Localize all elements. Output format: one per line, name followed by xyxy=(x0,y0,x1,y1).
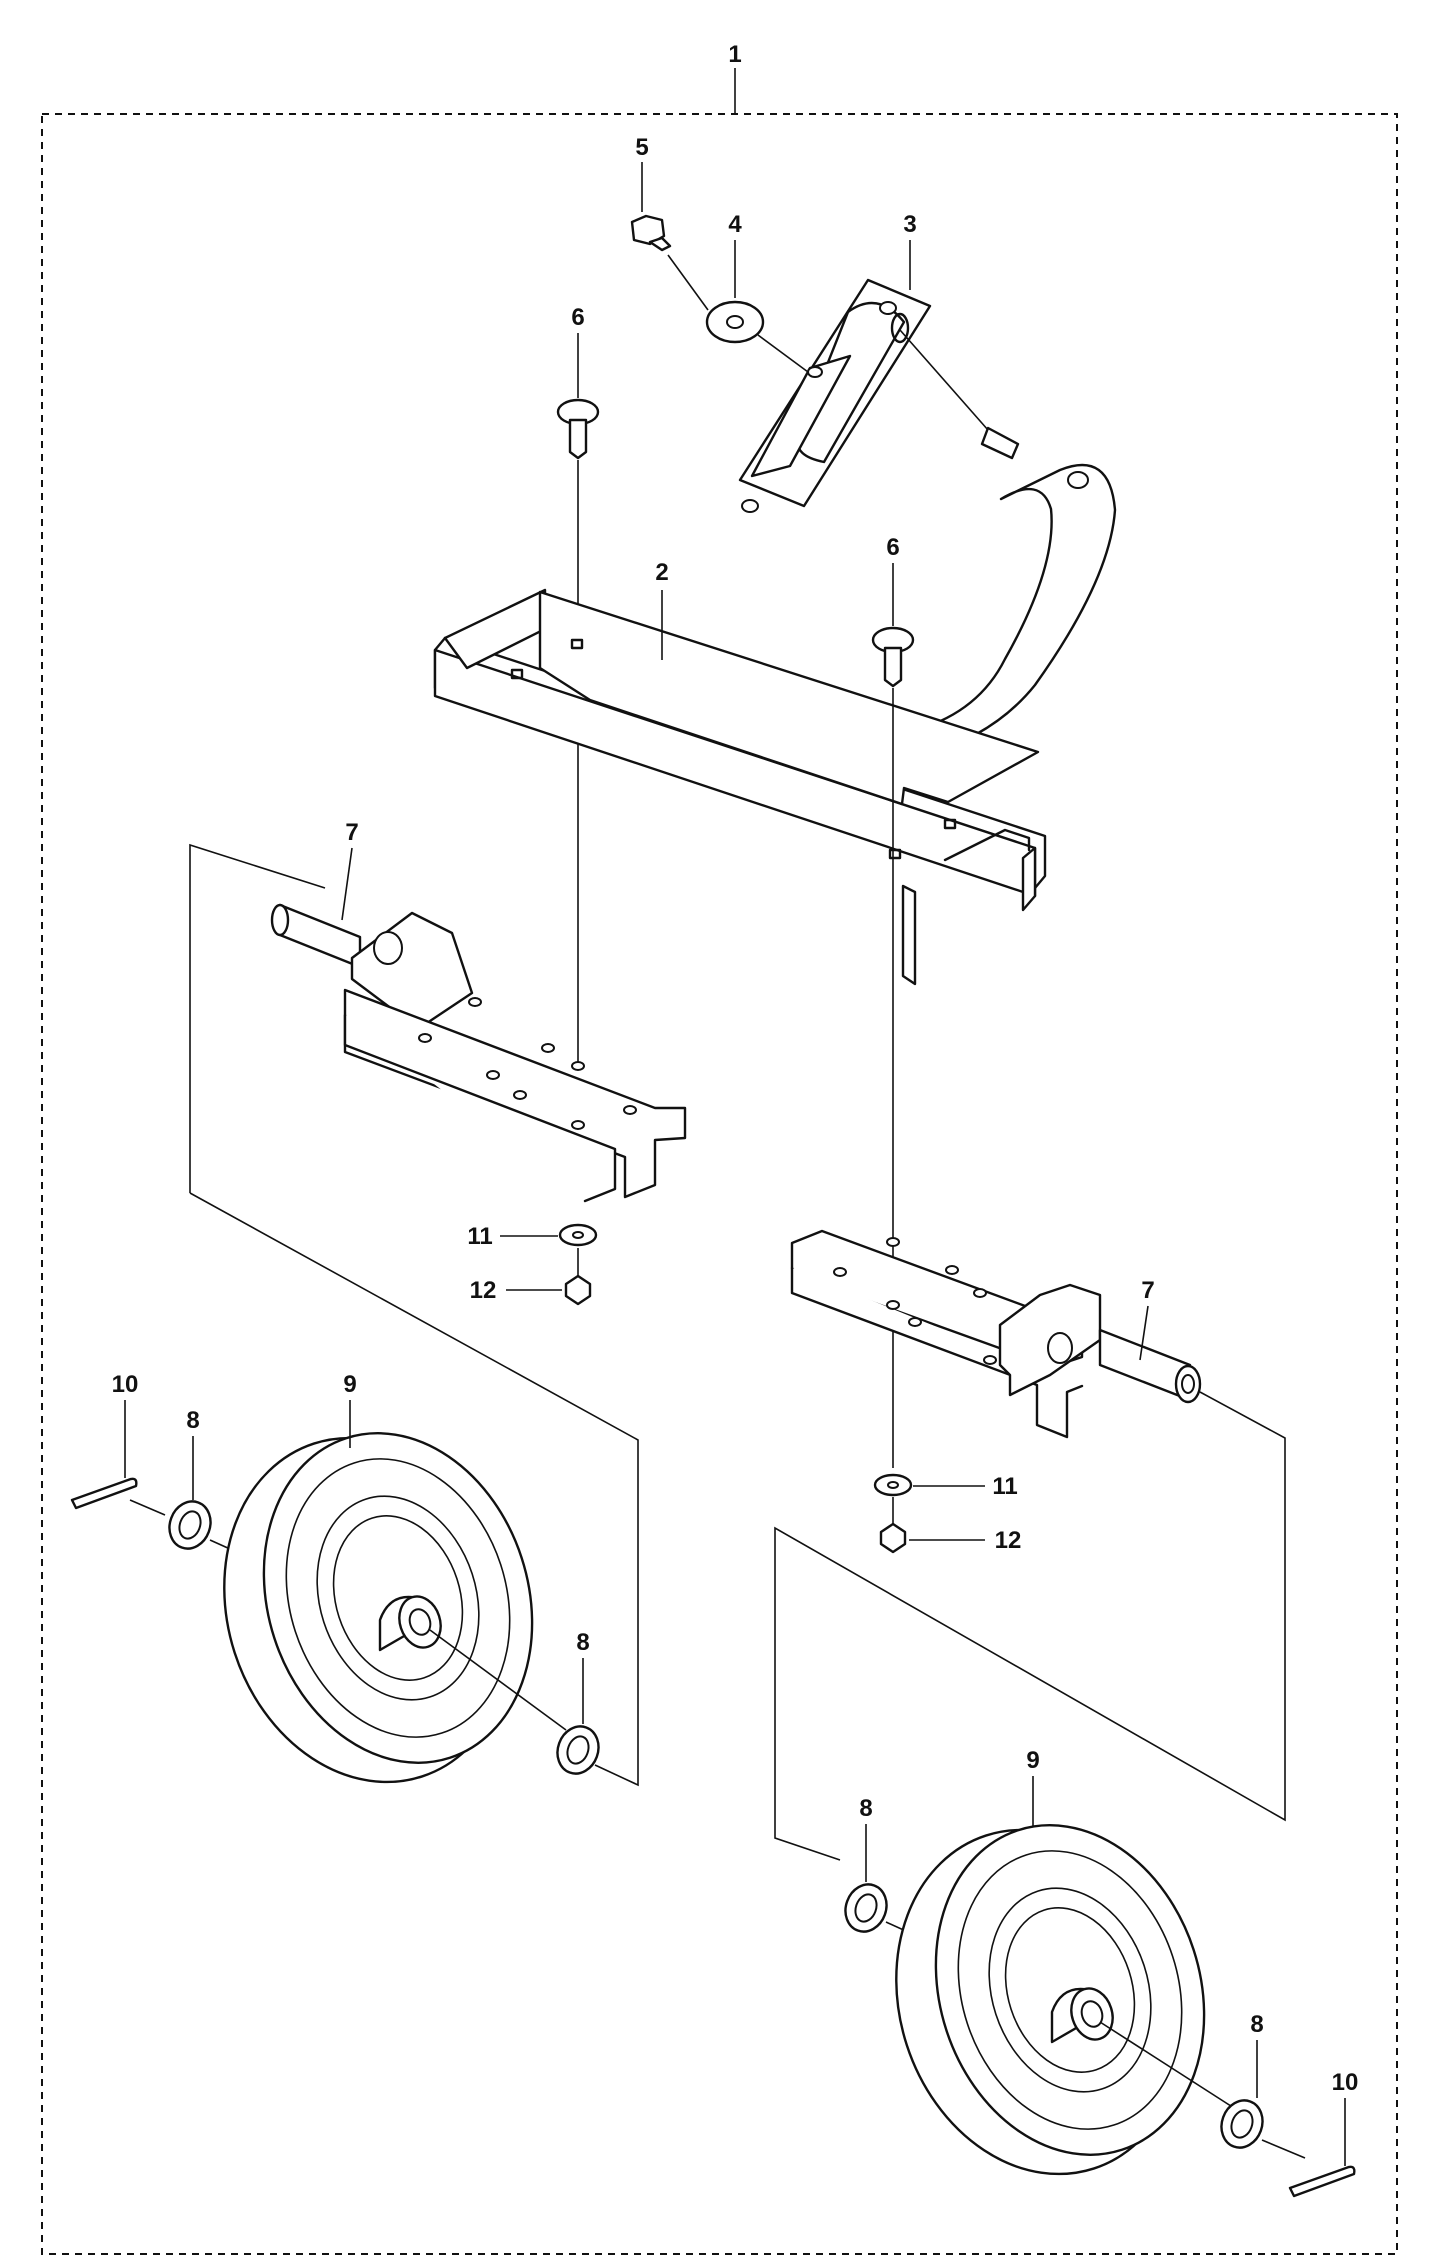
frame-bar xyxy=(433,588,1047,986)
washer-wheel-right-outer xyxy=(1220,2099,1264,2149)
callout-8-right-outer: 8 xyxy=(1250,2011,1263,2038)
cotter-pin-left xyxy=(70,1477,138,1510)
nut-right xyxy=(879,1522,907,1554)
callout-12-right: 12 xyxy=(995,1527,1022,1554)
carriage-bolt-right xyxy=(871,626,915,688)
callout-11-left: 11 xyxy=(467,1223,492,1250)
assembly-frame xyxy=(41,113,1398,2255)
axle-bracket-right xyxy=(790,1229,1202,1439)
callout-8-right-inner: 8 xyxy=(859,1795,872,1822)
callout-8-left-outer: 8 xyxy=(186,1407,199,1434)
axle-bracket-left xyxy=(270,903,687,1203)
clamp-bracket xyxy=(738,278,932,513)
callout-6-left: 6 xyxy=(571,304,584,331)
callout-7-left: 7 xyxy=(345,819,358,846)
bolt-top xyxy=(630,214,672,252)
washer-nut-left xyxy=(558,1223,598,1247)
callout-10-left: 10 xyxy=(112,1371,139,1398)
callout-8-left-inner: 8 xyxy=(576,1629,589,1656)
callout-12-left: 12 xyxy=(470,1277,497,1304)
right-assembly-guide xyxy=(774,1391,1286,1861)
callout-4: 4 xyxy=(728,211,742,238)
cotter-pin-right xyxy=(1288,2165,1356,2198)
washer-wheel-left-inner xyxy=(556,1725,600,1775)
wheel-right xyxy=(895,1824,1206,2176)
callout-11-right: 11 xyxy=(992,1473,1017,1500)
callout-1: 1 xyxy=(728,41,741,68)
callout-6-right: 6 xyxy=(886,534,899,561)
callout-10-right: 10 xyxy=(1332,2069,1359,2096)
callout-9-right: 9 xyxy=(1026,1747,1039,1774)
washer-top xyxy=(705,300,765,344)
callout-3: 3 xyxy=(903,211,916,238)
callout-7-right: 7 xyxy=(1141,1277,1154,1304)
left-assembly-guide xyxy=(189,843,326,1193)
wheel-left xyxy=(223,1432,534,1784)
washer-wheel-left-outer xyxy=(168,1500,212,1550)
washer-nut-right xyxy=(873,1473,913,1497)
callout-2: 2 xyxy=(655,559,668,586)
washer-wheel-right-inner xyxy=(844,1883,888,1933)
carriage-bolt-left xyxy=(556,398,600,460)
nut-left xyxy=(564,1274,592,1306)
callout-9-left: 9 xyxy=(343,1371,356,1398)
callout-5: 5 xyxy=(635,134,648,161)
